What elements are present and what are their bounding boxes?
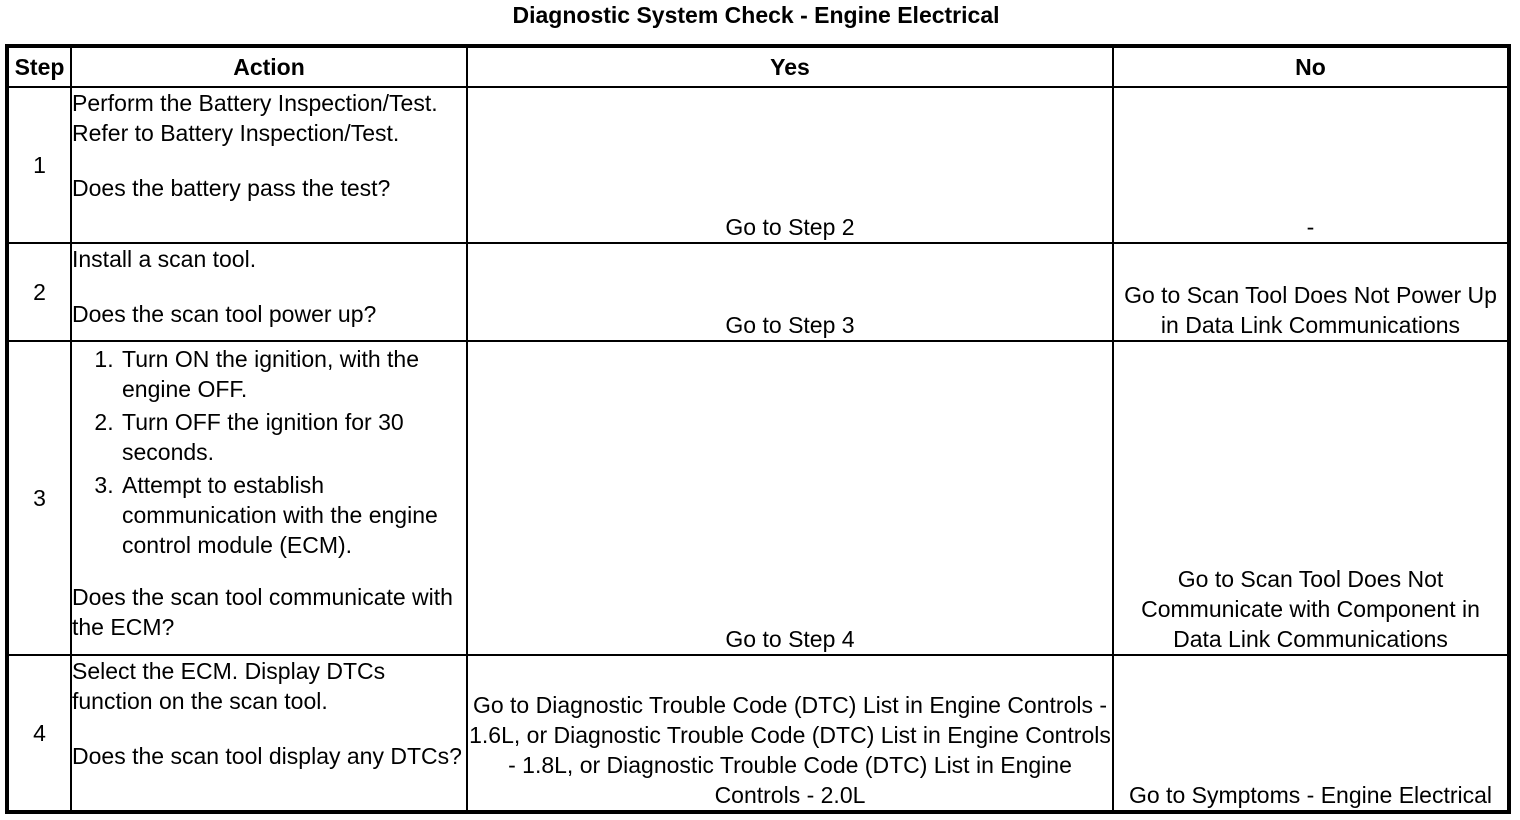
table-row: 3 Turn ON the ignition, with the engine … <box>6 340 1510 656</box>
step-number: 3 <box>6 340 72 656</box>
list-item: Turn ON the ignition, with the engine OF… <box>120 344 466 404</box>
step-number: 1 <box>6 86 72 244</box>
action-text: Install a scan tool. <box>72 246 257 272</box>
no-cell: Go to Scan Tool Does Not Power Up in Dat… <box>1112 242 1510 342</box>
action-cell: Turn ON the ignition, with the engine OF… <box>70 340 468 656</box>
yes-cell: Go to Step 4 <box>466 340 1114 656</box>
action-question: Does the battery pass the test? <box>72 175 391 201</box>
diagnostic-table: Step Action Yes No 1 Perform the Battery… <box>5 44 1511 814</box>
action-text: Perform the Battery Inspection/Test. Ref… <box>72 90 438 146</box>
header-yes: Yes <box>466 45 1114 88</box>
header-step: Step <box>6 45 72 88</box>
action-cell: Install a scan tool. Does the scan tool … <box>70 242 468 342</box>
table-row: 2 Install a scan tool. Does the scan too… <box>6 242 1510 342</box>
action-cell: Perform the Battery Inspection/Test. Ref… <box>70 86 468 244</box>
step-number: 4 <box>6 654 72 813</box>
table-row: 1 Perform the Battery Inspection/Test. R… <box>6 86 1510 244</box>
document-title: Diagnostic System Check - Engine Electri… <box>512 2 1000 28</box>
action-text: Select the ECM. Display DTCs function on… <box>72 658 386 714</box>
action-question: Does the scan tool communicate with the … <box>72 584 453 640</box>
header-no: No <box>1112 45 1510 88</box>
no-cell: - <box>1112 86 1510 244</box>
yes-cell: Go to Step 3 <box>466 242 1114 342</box>
yes-cell: Go to Diagnostic Trouble Code (DTC) List… <box>466 654 1114 813</box>
action-cell: Select the ECM. Display DTCs function on… <box>70 654 468 813</box>
yes-cell: Go to Step 2 <box>466 86 1114 244</box>
list-item: Turn OFF the ignition for 30 seconds. <box>120 407 466 467</box>
action-question: Does the scan tool power up? <box>72 301 377 327</box>
action-question: Does the scan tool display any DTCs? <box>72 743 462 769</box>
step-number: 2 <box>6 242 72 342</box>
action-steps-list: Turn ON the ignition, with the engine OF… <box>72 344 466 560</box>
list-item: Attempt to establish communication with … <box>120 470 466 560</box>
header-action: Action <box>70 45 468 88</box>
table-row: 4 Select the ECM. Display DTCs function … <box>6 654 1510 813</box>
header-row: Step Action Yes No <box>6 45 1510 88</box>
no-cell: Go to Scan Tool Does Not Communicate wit… <box>1112 340 1510 656</box>
no-cell: Go to Symptoms - Engine Electrical <box>1112 654 1510 813</box>
